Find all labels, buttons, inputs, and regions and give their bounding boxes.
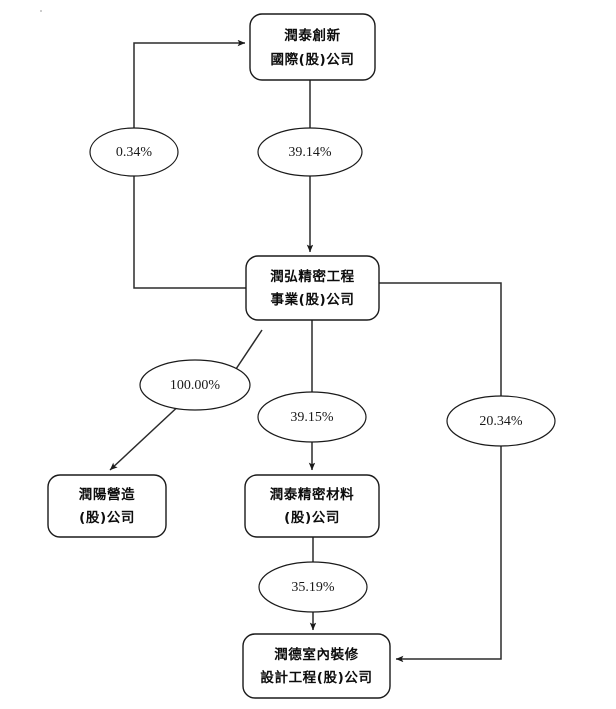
- node-runhong-precision[interactable]: 潤弘精密工程 事業(股)公司: [245, 255, 380, 321]
- node-box-runde-interior-design: [242, 633, 391, 699]
- node-box-runtai-precision-materials: [244, 474, 380, 538]
- node-runtai-precision-materials[interactable]: 潤泰精密材料 (股)公司: [244, 474, 380, 538]
- node-label-runde-interior-design-line2: 設計工程(股)公司: [260, 669, 372, 686]
- node-runtai-innovation[interactable]: 潤泰創新 國際(股)公司: [249, 13, 376, 81]
- percentage-node-100-00[interactable]: 100.00%: [139, 359, 251, 411]
- percentage-node-0-34[interactable]: 0.34%: [89, 127, 179, 177]
- percentage-node-39-14[interactable]: 39.14%: [257, 127, 363, 177]
- edge-runhong-to-runde-upper: [379, 282, 502, 396]
- node-label-runyang-construction-line2: (股)公司: [79, 510, 135, 526]
- percentage-label-35-19: 35.19%: [291, 580, 335, 595]
- percentage-node-39-15[interactable]: 39.15%: [257, 391, 367, 443]
- percentage-label-39-15: 39.15%: [290, 410, 334, 425]
- percentage-ellipse-20-34: [446, 395, 556, 447]
- node-label-runtai-innovation-line1: 潤泰創新: [284, 27, 340, 44]
- percentage-ellipse-39-15: [257, 391, 367, 443]
- node-label-runtai-precision-materials-line2: (股)公司: [284, 510, 340, 526]
- percentage-label-100-00: 100.00%: [170, 378, 221, 393]
- edge-runhong-to-runde-lower: [395, 446, 502, 663]
- node-label-runtai-innovation-line2: 國際(股)公司: [270, 51, 354, 68]
- node-box-runtai-innovation: [249, 13, 376, 81]
- percentage-node-20-34[interactable]: 20.34%: [446, 395, 556, 447]
- node-label-runhong-precision-line2: 事業(股)公司: [270, 291, 354, 308]
- percentage-label-0-34: 0.34%: [116, 145, 153, 160]
- node-label-runhong-precision-line1: 潤弘精密工程: [270, 268, 355, 285]
- percentage-label-20-34: 20.34%: [479, 414, 523, 429]
- node-runyang-construction[interactable]: 潤陽營造 (股)公司: [47, 474, 167, 538]
- node-runde-interior-design[interactable]: 潤德室內裝修 設計工程(股)公司: [242, 633, 391, 699]
- percentage-ellipse-100-00: [139, 359, 251, 411]
- speck-artifact: [40, 10, 42, 12]
- node-label-runde-interior-design-line1: 潤德室內裝修: [274, 646, 359, 663]
- node-label-runtai-precision-materials-line1: 潤泰精密材料: [270, 486, 355, 503]
- percentage-ellipse-0-34: [89, 127, 179, 177]
- percentage-node-35-19[interactable]: 35.19%: [258, 561, 368, 613]
- edge-runhong-to-runtai-innovation-lower: [133, 176, 246, 289]
- edge-runhong-to-runyang-upper: [235, 329, 263, 370]
- node-box-runhong-precision: [245, 255, 380, 321]
- edge-runhong-to-runtai-innovation-upper: [133, 39, 246, 128]
- percentage-ellipse-39-14: [257, 127, 363, 177]
- percentage-label-39-14: 39.14%: [288, 145, 332, 160]
- node-box-runyang-construction: [47, 474, 167, 538]
- percentage-ellipse-35-19: [258, 561, 368, 613]
- node-label-runyang-construction-line1: 潤陽營造: [79, 486, 135, 503]
- edge-runhong-to-runyang-lower: [109, 400, 185, 471]
